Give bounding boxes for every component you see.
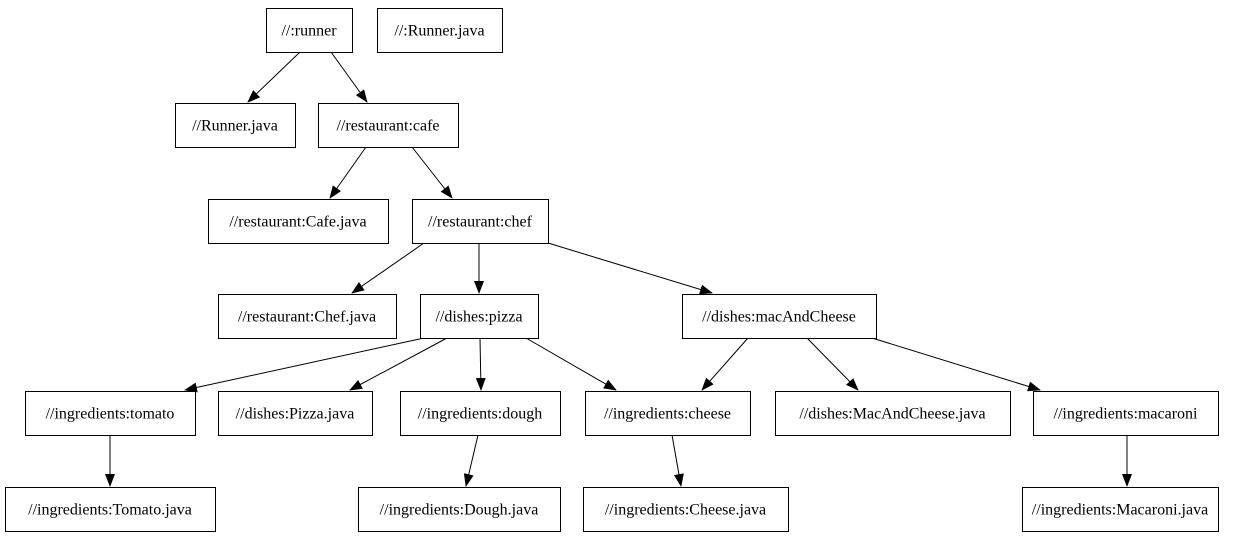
node-label-cheese: //ingredients:cheese bbox=[604, 406, 731, 423]
edge-pizza-to-tomato bbox=[184, 337, 425, 393]
node-tomato: //ingredients:tomato bbox=[25, 391, 196, 436]
edge-pizza-to-pizza-java bbox=[349, 337, 448, 391]
node-box-pizza bbox=[420, 294, 539, 339]
node-label-cafe-java: //restaurant:Cafe.java bbox=[229, 214, 366, 231]
node-box-runner-java bbox=[175, 103, 296, 148]
node-label-chef: //restaurant:chef bbox=[428, 214, 533, 231]
node-label-runner-java: //Runner.java bbox=[192, 118, 278, 135]
node-box-tomato bbox=[25, 391, 196, 436]
node-cheese-java: //ingredients:Cheese.java bbox=[583, 487, 789, 532]
node-box-mac-and-cheese-java bbox=[775, 391, 1011, 436]
node-box-cheese-java bbox=[583, 487, 789, 532]
edge-chef-to-chef-java bbox=[351, 242, 425, 294]
edge-mac-and-cheese-to-macaroni bbox=[871, 337, 1041, 392]
node-label-dough-java: //ingredients:Dough.java bbox=[380, 502, 539, 519]
node-label-mac-and-cheese: //dishes:macAndCheese bbox=[702, 309, 856, 326]
node-runner-java: //Runner.java bbox=[175, 103, 296, 148]
edge-chef-to-mac-and-cheese bbox=[547, 242, 713, 295]
node-box-macaroni-java bbox=[1022, 487, 1219, 532]
node-box-chef bbox=[412, 199, 549, 244]
node-cheese: //ingredients:cheese bbox=[585, 391, 751, 436]
node-root-runner-java: //:Runner.java bbox=[377, 8, 503, 53]
node-box-dough bbox=[400, 391, 561, 436]
edge-dough-to-dough-java bbox=[463, 434, 479, 487]
node-mac-and-cheese: //dishes:macAndCheese bbox=[682, 294, 877, 339]
node-label-cafe: //restaurant:cafe bbox=[336, 118, 439, 135]
node-box-tomato-java bbox=[5, 487, 216, 532]
node-box-dough-java bbox=[358, 487, 561, 532]
edge-cafe-to-chef bbox=[411, 146, 453, 199]
node-runner: //:runner bbox=[266, 8, 353, 53]
node-chef: //restaurant:chef bbox=[412, 199, 549, 244]
node-chef-java: //restaurant:Chef.java bbox=[218, 294, 397, 339]
node-macaroni-java: //ingredients:Macaroni.java bbox=[1022, 487, 1219, 532]
node-box-macaroni bbox=[1033, 391, 1219, 436]
node-box-cafe bbox=[318, 103, 459, 148]
node-cafe: //restaurant:cafe bbox=[318, 103, 459, 148]
node-label-tomato: //ingredients:tomato bbox=[46, 406, 175, 423]
node-label-cheese-java: //ingredients:Cheese.java bbox=[605, 502, 766, 519]
node-box-cheese bbox=[585, 391, 751, 436]
node-box-mac-and-cheese bbox=[682, 294, 877, 339]
edge-pizza-to-cheese bbox=[525, 337, 617, 391]
node-dough-java: //ingredients:Dough.java bbox=[358, 487, 561, 532]
node-label-dough: //ingredients:dough bbox=[418, 406, 542, 423]
node-label-chef-java: //restaurant:Chef.java bbox=[238, 309, 376, 326]
node-label-pizza: //dishes:pizza bbox=[435, 309, 522, 326]
node-dough: //ingredients:dough bbox=[400, 391, 561, 436]
node-box-runner bbox=[266, 8, 353, 53]
node-box-chef-java bbox=[218, 294, 397, 339]
node-box-cafe-java bbox=[208, 199, 389, 244]
node-label-macaroni: //ingredients:macaroni bbox=[1054, 406, 1199, 423]
node-label-mac-and-cheese-java: //dishes:MacAndCheese.java bbox=[799, 406, 985, 423]
node-cafe-java: //restaurant:Cafe.java bbox=[208, 199, 389, 244]
node-mac-and-cheese-java: //dishes:MacAndCheese.java bbox=[775, 391, 1011, 436]
node-box-pizza-java bbox=[218, 391, 373, 436]
edge-pizza-to-dough bbox=[475, 337, 486, 391]
node-macaroni: //ingredients:macaroni bbox=[1033, 391, 1219, 436]
node-label-pizza-java: //dishes:Pizza.java bbox=[236, 406, 355, 423]
node-label-runner: //:runner bbox=[281, 23, 337, 40]
node-label-tomato-java: //ingredients:Tomato.java bbox=[28, 502, 192, 519]
node-tomato-java: //ingredients:Tomato.java bbox=[5, 487, 216, 532]
node-box-root-runner-java bbox=[377, 8, 503, 53]
edge-mac-and-cheese-to-mac-and-cheese-java bbox=[806, 337, 859, 391]
node-pizza-java: //dishes:Pizza.java bbox=[218, 391, 373, 436]
node-label-macaroni-java: //ingredients:Macaroni.java bbox=[1032, 502, 1208, 519]
edge-cafe-to-cafe-java bbox=[329, 146, 367, 199]
edge-runner-to-runner-java bbox=[247, 51, 301, 103]
edge-cheese-to-cheese-java bbox=[671, 434, 684, 487]
edge-runner-to-cafe bbox=[330, 51, 368, 103]
node-pizza: //dishes:pizza bbox=[420, 294, 539, 339]
edge-mac-and-cheese-to-cheese bbox=[701, 337, 749, 391]
node-label-root-runner-java: //:Runner.java bbox=[394, 23, 484, 40]
